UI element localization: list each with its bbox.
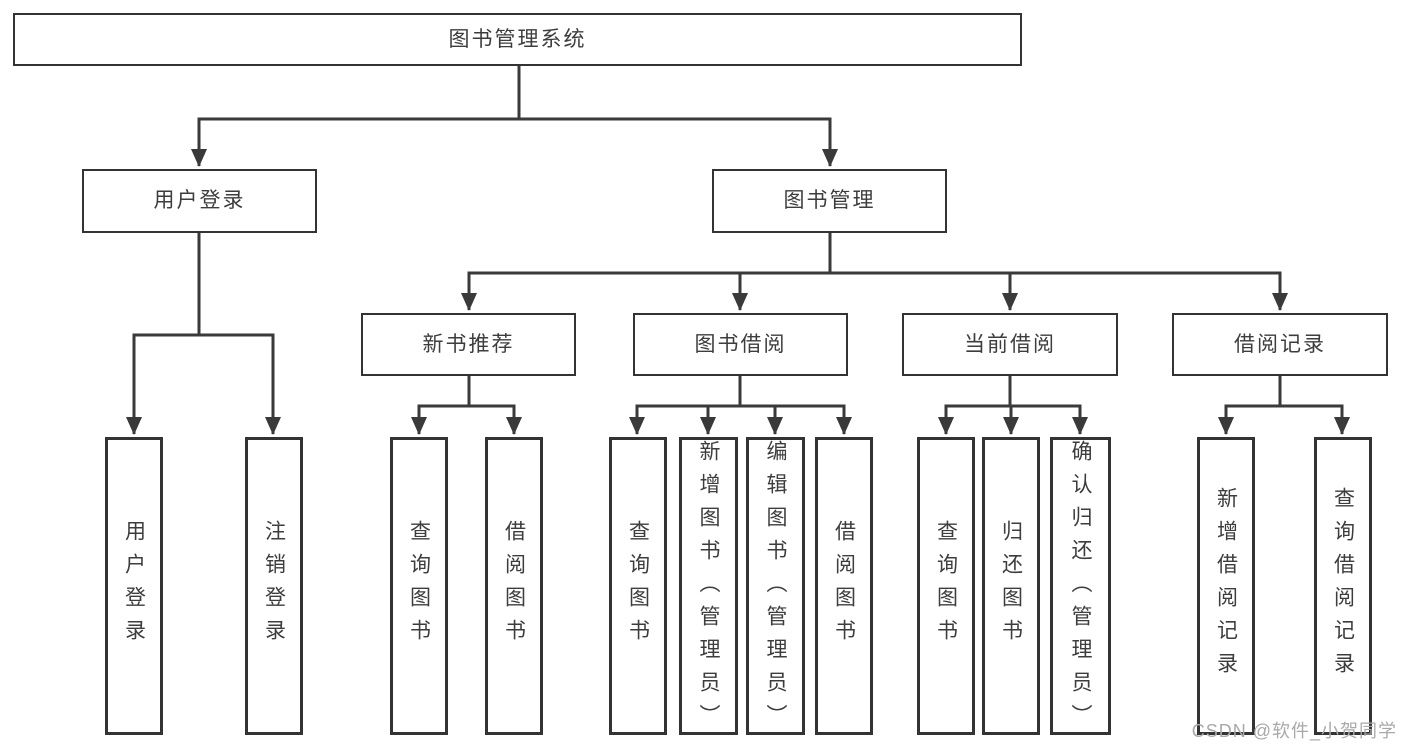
node-label: 用户登录: [153, 189, 246, 213]
node-book-management: 图书管理: [712, 169, 947, 233]
leaf-borrow-books-2: 借阅图书: [815, 437, 873, 735]
node-label: 借阅图书: [502, 520, 526, 652]
node-label: 确认归还（管理员）: [1069, 440, 1092, 737]
node-borrowing-records: 借阅记录: [1172, 313, 1388, 376]
node-label: 新增图书（管理员）: [697, 440, 720, 737]
node-label: 当前借阅: [964, 332, 1056, 356]
leaf-return-books: 归还图书: [982, 437, 1040, 735]
leaf-confirm-return-admin: 确认归还（管理员）: [1050, 437, 1111, 737]
node-label: 图书借阅: [694, 332, 787, 356]
leaf-edit-books-admin: 编辑图书（管理员）: [746, 437, 805, 737]
leaf-query-books-3: 查询图书: [917, 437, 975, 735]
leaf-query-books-2: 查询图书: [609, 437, 667, 735]
node-label: 查询图书: [626, 520, 650, 652]
node-label: 查询图书: [407, 520, 431, 652]
node-user-login-module: 用户登录: [82, 169, 317, 233]
node-label: 用户登录: [122, 520, 146, 652]
node-book-borrowing: 图书借阅: [633, 313, 848, 376]
node-label: 归还图书: [999, 520, 1023, 652]
node-label: 编辑图书（管理员）: [764, 440, 787, 737]
leaf-add-borrow-record: 新增借阅记录: [1197, 437, 1255, 735]
leaf-borrow-books-1: 借阅图书: [485, 437, 543, 735]
node-label: 图书管理: [783, 189, 876, 213]
node-label: 查询图书: [934, 520, 958, 652]
node-label: 借阅记录: [1234, 332, 1326, 356]
node-current-borrowing: 当前借阅: [902, 313, 1118, 376]
leaf-add-books-admin: 新增图书（管理员）: [679, 437, 738, 737]
node-new-book-recommend: 新书推荐: [361, 313, 576, 376]
node-label: 新书推荐: [422, 332, 515, 356]
node-label: 借阅图书: [832, 520, 856, 652]
node-label: 注销登录: [262, 520, 286, 652]
node-label: 查询借阅记录: [1331, 487, 1355, 685]
leaf-query-borrow-record: 查询借阅记录: [1314, 437, 1372, 735]
leaf-user-login: 用户登录: [105, 437, 163, 735]
node-root-library-system: 图书管理系统: [13, 13, 1022, 66]
node-label: 图书管理系统: [448, 27, 587, 51]
node-label: 新增借阅记录: [1214, 487, 1238, 685]
leaf-query-books-1: 查询图书: [390, 437, 448, 735]
leaf-logout: 注销登录: [245, 437, 303, 735]
